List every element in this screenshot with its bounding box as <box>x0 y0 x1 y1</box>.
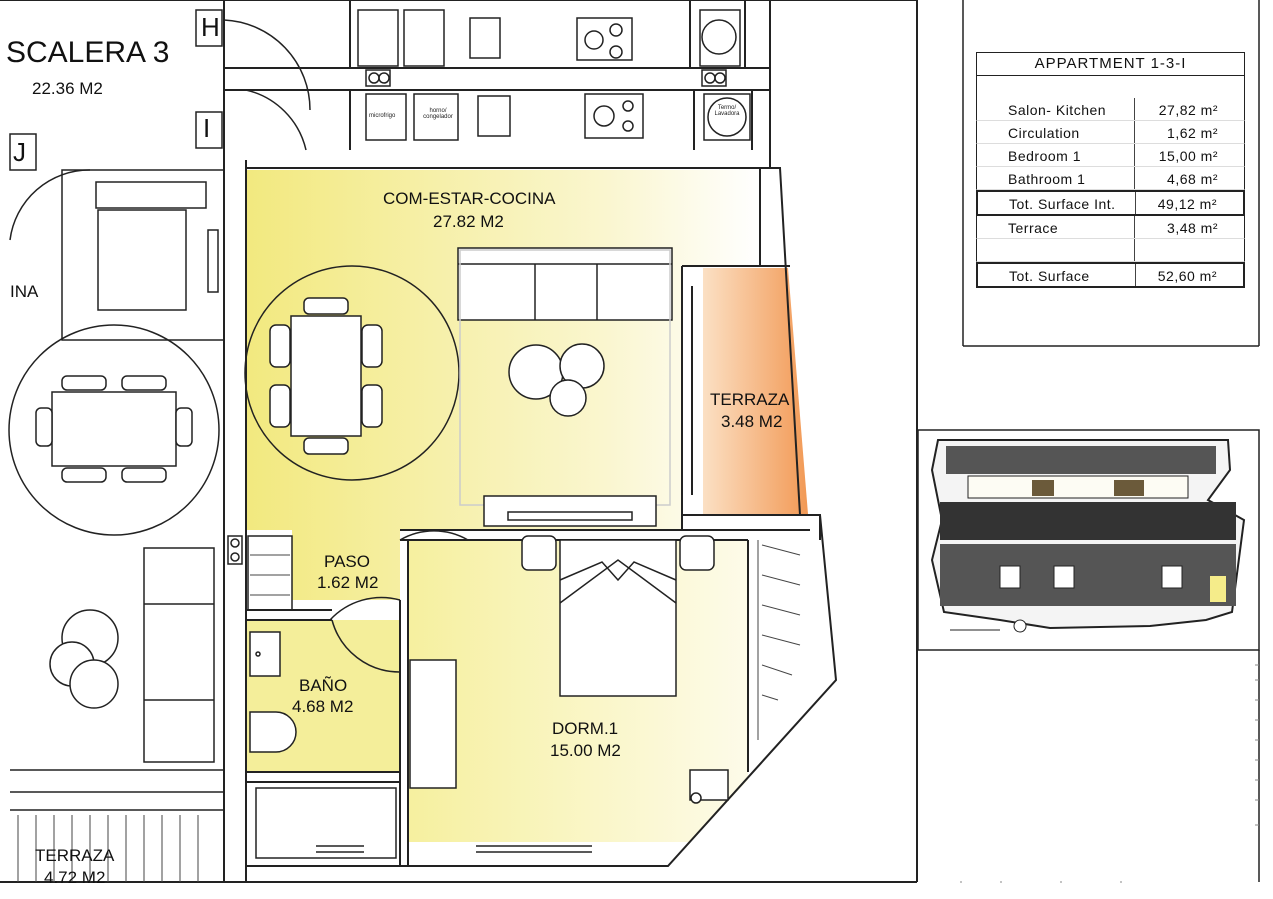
escalera-label: SCALERA 3 <box>6 36 170 69</box>
cocina-partial-label: INA <box>10 282 39 301</box>
area-table: APPARTMENT 1-3-I Salon- Kitchen 27,82 m²… <box>976 52 1245 288</box>
terrace-left-label: TERRAZA <box>35 846 115 865</box>
table-row: Bedroom 1 15,00 m² <box>976 144 1245 167</box>
table-row <box>976 76 1245 98</box>
column-divider <box>1134 239 1135 261</box>
living-area: 27.82 M2 <box>433 212 504 231</box>
bedroom-furniture <box>316 535 729 853</box>
column-divider <box>1134 144 1135 166</box>
column-divider <box>1134 167 1135 189</box>
column-divider <box>1134 216 1135 238</box>
sheet-dashes <box>960 664 1259 883</box>
dorm-area: 15.00 M2 <box>550 741 621 760</box>
terrace-label: TERRAZA <box>710 390 790 409</box>
bano-label: BAÑO <box>299 676 348 695</box>
table-row: Terrace 3,48 m² <box>976 216 1245 239</box>
stair-letter-j: J <box>13 137 26 167</box>
row-label: Bathroom 1 <box>1008 171 1086 187</box>
termo-label: Termo/ Lavadora <box>714 105 740 117</box>
door-swings <box>9 19 469 673</box>
row-label: Circulation <box>1008 125 1080 141</box>
row-label: Salon- Kitchen <box>1008 102 1107 118</box>
table-row: Salon- Kitchen 27,82 m² <box>976 98 1245 121</box>
microfrigo-label: microfrigo <box>369 113 396 119</box>
row-label: Terrace <box>1008 220 1059 236</box>
paso-area: 1.62 M2 <box>317 573 379 592</box>
row-value: 3,48 m² <box>1167 220 1218 236</box>
left-terrace-hatch <box>17 815 199 882</box>
column-divider <box>1135 264 1136 286</box>
dorm-label: DORM.1 <box>552 719 619 738</box>
row-value: 52,60 m² <box>1157 268 1217 284</box>
table-row-total-interior: Tot. Surface Int. 49,12 m² <box>976 190 1245 216</box>
terrace-left-area: 4.72 M2 <box>44 868 106 887</box>
table-row: Bathroom 1 4,68 m² <box>976 167 1245 190</box>
table-row: Circulation 1,62 m² <box>976 121 1245 144</box>
dining-set <box>244 265 460 481</box>
row-value: 1,62 m² <box>1167 125 1218 141</box>
terrace-fill <box>703 268 808 514</box>
cooktops <box>368 19 747 137</box>
stair-letter-h: H <box>201 12 220 42</box>
column-divider <box>1134 121 1135 143</box>
row-value: 4,68 m² <box>1167 171 1218 187</box>
horno-label: horno/ congelador <box>423 108 453 120</box>
row-label: Tot. Surface Int. <box>1009 196 1116 212</box>
row-value: 27,82 m² <box>1158 102 1218 118</box>
stair-letter-i: I <box>203 113 211 143</box>
table-row <box>976 239 1245 262</box>
column-divider <box>1134 98 1135 120</box>
row-label: Tot. Surface <box>1009 268 1090 284</box>
bathroom-fixtures <box>227 535 397 859</box>
table-row-total: Tot. Surface 52,60 m² <box>976 262 1245 288</box>
adjacent-apartment <box>8 9 225 811</box>
row-value: 49,12 m² <box>1157 196 1217 212</box>
kitchen-units <box>357 9 751 141</box>
row-label: Bedroom 1 <box>1008 148 1081 164</box>
sheet-frame <box>917 0 1260 882</box>
sofa-set <box>457 247 673 527</box>
terrace-area: 3.48 M2 <box>721 412 783 431</box>
paso-label: PASO <box>324 552 370 571</box>
walls <box>0 0 918 883</box>
wardrobe-hatch <box>250 540 801 740</box>
area-table-title: APPARTMENT 1-3-I <box>976 52 1245 76</box>
row-value: 15,00 m² <box>1158 148 1218 164</box>
column-divider <box>1135 192 1136 214</box>
living-label: COM-ESTAR-COCINA <box>383 189 556 208</box>
escalera-area: 22.36 M2 <box>32 79 103 98</box>
bano-area: 4.68 M2 <box>292 697 354 716</box>
key-plan-thumbnail <box>930 439 1246 633</box>
